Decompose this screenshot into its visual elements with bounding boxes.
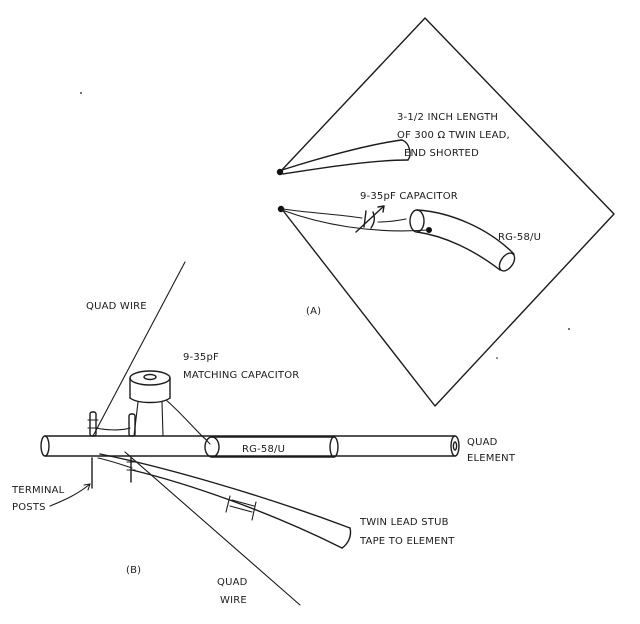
quad-loop-diamond [279, 17, 615, 407]
post-jumper [95, 427, 131, 431]
twin-lead-label-line2: OF 300 Ω TWIN LEAD, [397, 130, 510, 141]
twin-lead-stub-a-lower [282, 159, 409, 175]
capacitor-lead-in [282, 208, 363, 219]
terminal-posts-leader-arrow [83, 483, 91, 491]
capacitor-label-a: 9-35pF CAPACITOR [360, 191, 458, 202]
coax-b [201, 435, 339, 458]
panel-a: 3-1/2 INCH LENGTH OF 300 Ω TWIN LEAD, EN… [276, 17, 615, 407]
twin-lead-stub-a-end [401, 139, 411, 161]
quad-wire-bottom-label-line1: QUAD [217, 577, 248, 588]
terminal-post-right [126, 413, 136, 483]
quad-wire-top-label: QUAD WIRE [86, 301, 147, 312]
quad-element-tube [40, 435, 460, 457]
matching-cap-label-line2: MATCHING CAPACITOR [183, 370, 299, 381]
coax-label-a: RG-58/U [498, 232, 541, 243]
stub-label-line2: TAPE TO ELEMENT [359, 536, 455, 547]
panel-b: QUAD WIRE 9-35pF MATCHING CAPACITOR RG-5… [11, 261, 516, 606]
twin-lead-stub-b [99, 453, 352, 549]
twin-lead-label-line3: END SHORTED [404, 148, 479, 159]
quad-wire-bottom-line [124, 451, 301, 606]
element-to-stub-lead [97, 457, 133, 469]
terminal-posts-label-line2: POSTS [12, 502, 46, 513]
scan-speck [496, 357, 498, 359]
stub-label-line1: TWIN LEAD STUB [359, 517, 449, 528]
terminal-posts-label-line1: TERMINAL [11, 485, 65, 496]
coax-label-b: RG-58/U [242, 444, 285, 455]
quad-wire-bottom-label-line2: WIRE [220, 595, 247, 606]
scan-speck [80, 92, 82, 94]
panel-a-label: (A) [306, 306, 321, 317]
shield-connection-dot [426, 227, 432, 233]
quad-element-label-line2: ELEMENT [467, 453, 516, 464]
shield-lead [281, 209, 429, 232]
terminal-post-left [87, 411, 99, 489]
quad-wire-top-line [92, 261, 186, 437]
twin-lead-stub-a [281, 139, 403, 171]
terminal-posts-leader [49, 483, 91, 507]
scan-speck [568, 328, 570, 330]
twin-lead-label-line1: 3-1/2 INCH LENGTH [397, 112, 498, 123]
panel-b-label: (B) [126, 565, 141, 576]
variable-capacitor-symbol [355, 205, 385, 233]
capacitor-lead-out [377, 218, 407, 223]
matching-cap-label-line1: 9-35pF [183, 352, 219, 363]
matching-capacitor [129, 370, 203, 437]
coax-a [409, 209, 516, 272]
quad-element-label-line1: QUAD [467, 437, 498, 448]
